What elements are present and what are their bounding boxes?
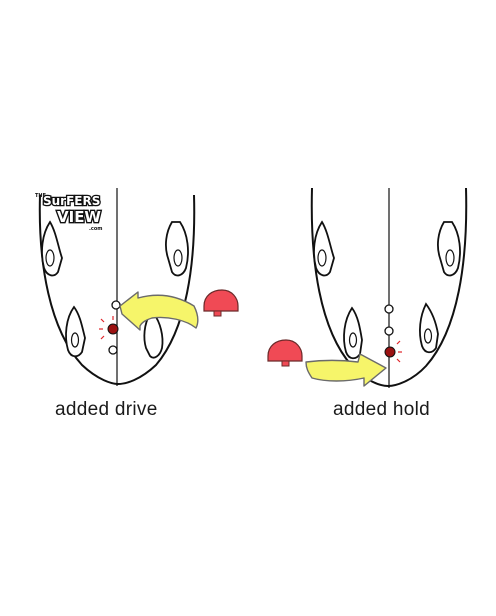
logo-dotcom: .com <box>89 226 103 232</box>
right-board-tail <box>267 187 468 388</box>
caption-added-hold: added hold <box>333 399 431 420</box>
right-plug-middle <box>384 326 394 336</box>
right-plug-marked <box>384 346 396 358</box>
left-plug-bottom <box>108 345 118 355</box>
right-board-outline <box>310 187 468 388</box>
right-lower-right-fin <box>419 302 439 354</box>
logo-the: THE <box>35 193 47 199</box>
left-curved-arrow-icon <box>119 291 199 331</box>
right-lower-left-fin <box>343 306 363 360</box>
right-upper-left-fin <box>313 220 335 277</box>
logo-line1: SurFERS <box>43 194 100 208</box>
left-lower-left-fin <box>65 305 86 358</box>
left-spark-icon <box>99 316 114 340</box>
logo-line2: VIEW <box>57 208 101 226</box>
right-red-fin-icon <box>267 339 303 367</box>
surfers-view-logo: THE SurFERS VIEW .com <box>35 193 103 232</box>
left-plug-marked <box>107 323 119 335</box>
left-lower-right-fin <box>143 313 164 359</box>
left-board-tail <box>38 188 239 386</box>
right-spark-icon <box>396 340 402 363</box>
left-upper-right-fin <box>165 221 189 277</box>
right-upper-right-fin <box>437 221 461 277</box>
left-plug-top <box>111 300 121 310</box>
left-upper-left-fin <box>41 220 63 277</box>
left-red-fin-icon <box>203 289 239 317</box>
caption-added-drive: added drive <box>55 399 158 420</box>
right-curved-arrow-icon <box>305 353 387 387</box>
right-plug-top <box>384 304 394 314</box>
